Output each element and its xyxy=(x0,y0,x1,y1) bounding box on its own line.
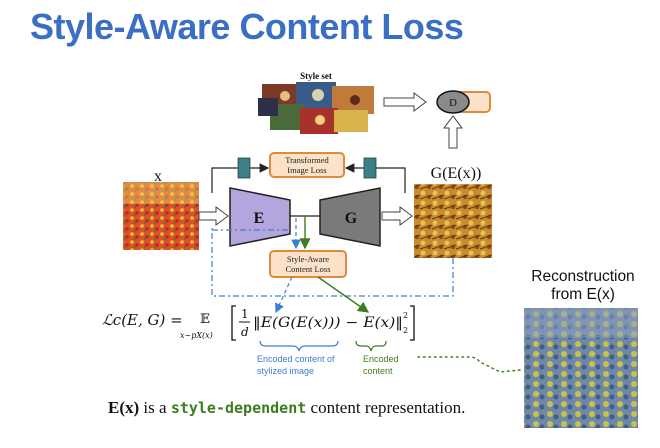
transformed-loss-line1: Transformed xyxy=(285,155,329,165)
input-image xyxy=(123,182,199,250)
encoded-annotation-line1: Encoded xyxy=(363,354,399,364)
loss-formula: ℒc(E, G) = 𝔼 x∼pX(x) 1 d ‖E(G(E(x))) − E… xyxy=(102,305,415,341)
slide-title: Style-Aware Content Loss xyxy=(30,6,464,47)
formula-expectation: 𝔼 xyxy=(200,312,210,327)
loss-to-encoded-term-arrow xyxy=(317,276,370,313)
style-aware-line1: Style-Aware xyxy=(287,254,329,264)
style-set-label: Style set xyxy=(300,71,332,81)
output-to-transform-line xyxy=(376,167,406,193)
stylized-annotation-line1: Encoded content of xyxy=(257,354,335,364)
reconstruction-label: Reconstruction from E(x) xyxy=(513,268,653,304)
caption-ex: E(x) xyxy=(108,398,140,417)
reconstruction-line1: Reconstruction xyxy=(531,268,635,285)
style-to-discriminator-arrow xyxy=(383,92,427,112)
generator-to-output-arrow xyxy=(381,206,413,226)
formula-subscript: x∼pX(x) xyxy=(180,331,213,340)
formula-norm-sup: 2 xyxy=(403,311,408,320)
formula-norm-sub: 2 xyxy=(403,326,408,335)
reconstruction-line2: from E(x) xyxy=(551,286,615,303)
transformed-loss-line2: Image Loss xyxy=(287,165,326,175)
encoder-label: E xyxy=(254,210,265,227)
output-label: G(E(x)) xyxy=(431,165,482,182)
caption-rest: content representation. xyxy=(306,398,466,417)
caption-is-a: is a xyxy=(139,398,171,417)
transformed-image-loss-box xyxy=(269,152,345,178)
stylized-annotation-line2: stylized image xyxy=(257,366,314,376)
generator-block xyxy=(319,187,381,247)
input-label: x xyxy=(154,168,162,185)
output-to-discriminator-arrow xyxy=(443,115,463,149)
style-aware-line2: Content Loss xyxy=(285,264,330,274)
encoded-annotation-line2: content xyxy=(363,366,393,376)
loss-to-stylized-term-arrow xyxy=(275,276,293,314)
formula-lhs: ℒc(E, G) = xyxy=(102,311,183,329)
formula-frac-den: d xyxy=(241,325,249,339)
transform-block-left xyxy=(237,157,251,179)
caption-style-dependent: style-dependent xyxy=(170,399,307,417)
style-set-images xyxy=(258,82,374,134)
formula-norm-body: ‖E(G(E(x))) − E(x)‖ xyxy=(253,315,403,331)
bottom-caption: E(x) is a style-dependent content repres… xyxy=(108,398,465,418)
encoded-term-brace xyxy=(355,340,387,352)
input-to-encoder-arrow xyxy=(198,206,229,226)
encoder-block xyxy=(229,187,291,247)
transform-block-right xyxy=(363,157,377,179)
formula-frac-num: 1 xyxy=(241,307,249,321)
stylized-feedback-loop xyxy=(211,226,454,297)
input-to-transform-line xyxy=(211,167,238,193)
generator-label: G xyxy=(345,210,358,227)
discriminator-node xyxy=(436,90,470,114)
reconstruction-connector xyxy=(417,356,521,373)
stylized-term-brace xyxy=(259,340,339,352)
discriminator-label: D xyxy=(449,97,457,109)
style-aware-loss-box xyxy=(269,250,347,278)
output-image xyxy=(414,184,492,258)
